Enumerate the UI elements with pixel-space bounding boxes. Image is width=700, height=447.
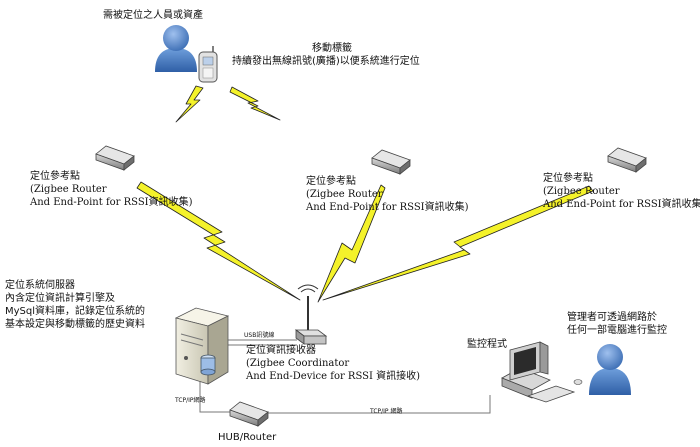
ref1-line3: And End-Point for RSSI資訊收集) (30, 197, 193, 208)
server-line1: 定位系統伺服器 (5, 280, 75, 291)
ref2-title: 定位參考點 (306, 176, 356, 187)
wired-links (199, 339, 491, 414)
bolt-ref2 (317, 184, 386, 303)
receiver-label: 定位資訊接收器 (Zigbee Coordinator And End-Devi… (246, 344, 420, 383)
ref3-line2: (Zigbee Router (543, 186, 620, 197)
monitor-program-label: 監控程式 (467, 339, 507, 350)
admin-label: 管理者可透過網路於 任何一部電腦進行監控 (567, 311, 667, 337)
phone-icon (198, 46, 218, 83)
tcpip-horizontal-label: TCP/IP 網路 (370, 408, 403, 415)
bolt-tag-right (229, 86, 281, 121)
server-icon (174, 307, 230, 385)
router-icon (95, 145, 135, 171)
server-label: 定位系統伺服器 內含定位資訊計算引擎及 MySql資料庫，記錄定位系統的 基本設… (5, 279, 145, 331)
antenna-icon (294, 284, 328, 345)
server-line3: MySql資料庫，記錄定位系統的 (5, 306, 146, 317)
admin-line2: 任何一部電腦進行監控 (567, 325, 667, 336)
person-icon (589, 344, 631, 395)
hub-icon (229, 401, 269, 427)
ref2-line3: And End-Point for RSSI資訊收集) (306, 202, 469, 213)
mobile-tag-description: 持續發出無線訊號(廣播)以便系統進行定位 (232, 56, 420, 67)
router-icon (371, 149, 411, 175)
reference-point-2-label: 定位參考點 (Zigbee Router And End-Point for R… (306, 175, 469, 214)
server-line2: 內含定位資訊計算引擎及 (5, 293, 115, 304)
receiver-line3: And End-Device for RSSI 資訊接收) (246, 371, 421, 382)
server-line4: 基本設定與移動標籤的歷史資料 (5, 319, 145, 330)
bolt-ref3 (322, 185, 594, 301)
ref3-line3: And End-Point for RSSI資訊收集) (543, 199, 700, 210)
admin-line1: 管理者可透過網路於 (567, 312, 657, 323)
ref2-line2: (Zigbee Router (306, 189, 383, 200)
usb-link-label: USB訊號線 (244, 332, 275, 339)
bolt-tag-left (175, 85, 204, 123)
receiver-line1: 定位資訊接收器 (246, 345, 316, 356)
wireless-links (136, 85, 594, 303)
ref1-title: 定位參考點 (30, 171, 80, 182)
ref3-title: 定位參考點 (543, 173, 593, 184)
reference-point-3-label: 定位參考點 (Zigbee Router And End-Point for R… (543, 172, 700, 211)
hub-router-label: HUB/Router (218, 432, 277, 443)
reference-point-1-label: 定位參考點 (Zigbee Router And End-Point for R… (30, 170, 193, 209)
tcpip-horizontal-cable (268, 395, 491, 414)
target-person-label: 需被定位之人員或資產 (103, 10, 203, 21)
receiver-line2: (Zigbee Coordinator (246, 358, 350, 369)
mobile-tag-title: 移動標籤 (312, 43, 352, 54)
tcpip-vertical-cable (199, 378, 230, 413)
ref1-line2: (Zigbee Router (30, 184, 107, 195)
person-icon (155, 25, 197, 72)
router-icon (607, 147, 647, 173)
computer-icon (501, 341, 583, 403)
bolt-ref1 (136, 181, 301, 301)
tcpip-vertical-label: TCP/IP網路 (175, 397, 206, 404)
